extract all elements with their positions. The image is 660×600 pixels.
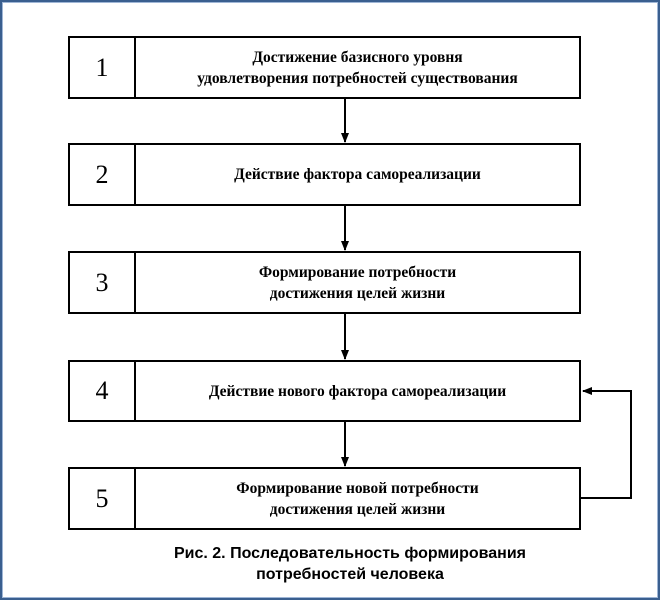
caption-line-1: Рис. 2. Последовательность формирования xyxy=(173,545,527,562)
caption-line-2: потребностей человека xyxy=(256,566,444,583)
feedback-arrow-5-to-4 xyxy=(581,387,632,499)
step-2-text: Действие фактора самореализации xyxy=(234,166,481,183)
step-4-text: Действие нового фактора самореализации xyxy=(208,382,507,400)
step-5-text: Формирование новой потребности достижени… xyxy=(236,479,479,518)
step-5-number: 5 xyxy=(70,469,136,528)
step-3-number: 3 xyxy=(70,253,136,312)
figure-caption: Рис. 2. Последовательность формирования … xyxy=(0,543,660,585)
step-2-number: 2 xyxy=(70,145,136,204)
step-5-box: 5 Формирование новой потребности достиже… xyxy=(68,467,581,530)
step-4-box: 4 Действие нового фактора самореализации xyxy=(68,360,581,422)
step-1-box: 1 Достижение базисного уровня удовлетвор… xyxy=(68,36,581,99)
step-3-text: Формирование потребности достижения целе… xyxy=(258,263,457,302)
step-4-number: 4 xyxy=(70,362,136,420)
step-3-box: 3 Формирование потребности достижения це… xyxy=(68,251,581,314)
step-2-box: 2 Действие фактора самореализации xyxy=(68,143,581,206)
step-1-number: 1 xyxy=(70,38,136,97)
step-1-text: Достижение базисного уровня удовлетворен… xyxy=(197,48,518,87)
